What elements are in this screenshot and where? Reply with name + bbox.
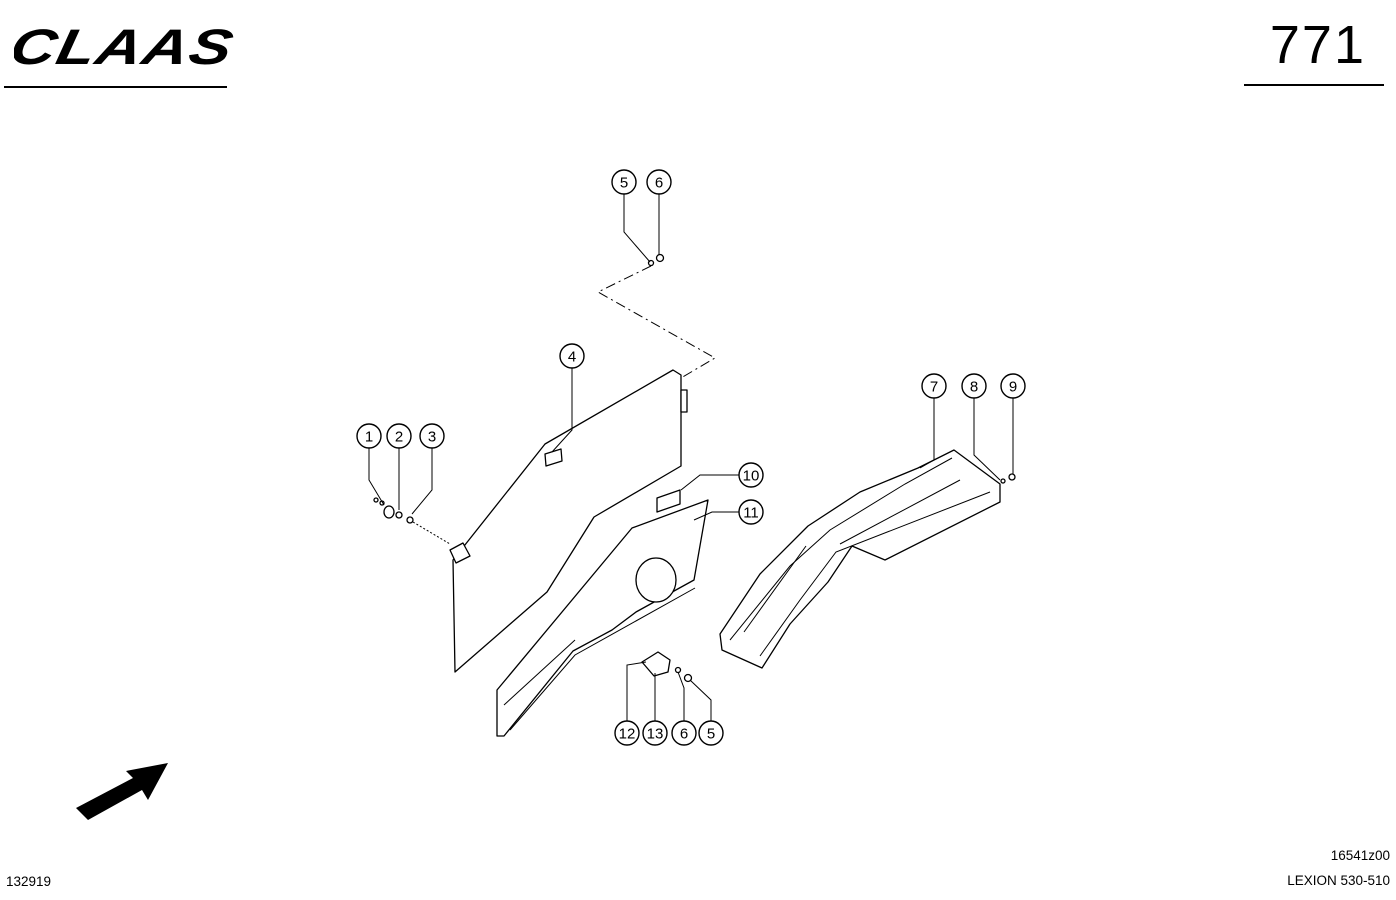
callout-label: 11 [743,505,759,522]
callout-label: 13 [647,726,664,743]
callout-label: 12 [619,726,636,743]
claas-logo: CLAAS [14,24,239,68]
callout-13: 13 [642,720,668,746]
callout-2: 2 [386,423,412,449]
callout-5-bottom: 5 [698,720,724,746]
drawing-id: 132919 [6,874,52,889]
callout-11: 11 [738,499,764,525]
callout-8: 8 [961,373,987,399]
callout-label: 4 [568,349,576,366]
brand-logo-text: CLAAS [14,24,239,68]
header-rule-left [4,86,227,88]
callout-label: 3 [428,429,436,446]
callout-6-bottom: 6 [671,720,697,746]
callout-7: 7 [921,373,947,399]
callout-label: 9 [1009,379,1017,396]
part-12-hinge [641,651,693,683]
callout-10: 10 [738,462,764,488]
callout-label: 2 [395,429,403,446]
part-10-bracket [656,489,681,513]
part-11-lower-shield [496,499,709,737]
part-7-channel-guard [719,449,1001,669]
page-number: 771 [1269,15,1366,75]
callout-9: 9 [1000,373,1026,399]
callout-label: 8 [970,379,978,396]
callout-label: 5 [707,726,715,743]
part-4-side-panel [449,369,688,673]
hardware-top-5-6 [596,253,717,379]
callout-label: 5 [620,175,628,192]
direction-arrow-icon [76,763,168,820]
callout-3: 3 [419,423,445,449]
header-rule-right [1244,84,1384,86]
callout-label: 10 [743,468,760,485]
callout-6-top: 6 [646,169,672,195]
leader-lines [368,193,1014,722]
callout-4: 4 [559,343,585,369]
callout-5-top: 5 [611,169,637,195]
callout-label: 7 [930,379,938,396]
hardware-8-9 [1000,473,1016,484]
callout-label: 6 [680,726,688,743]
callout-label: 6 [655,175,663,192]
figure-ref: 16541z00 [1330,848,1390,863]
hardware-1-2-3 [373,497,451,545]
model-name: LEXION 530-510 [1287,873,1390,888]
callout-1: 1 [356,423,382,449]
callout-12: 12 [614,720,640,746]
callout-label: 1 [365,429,373,446]
